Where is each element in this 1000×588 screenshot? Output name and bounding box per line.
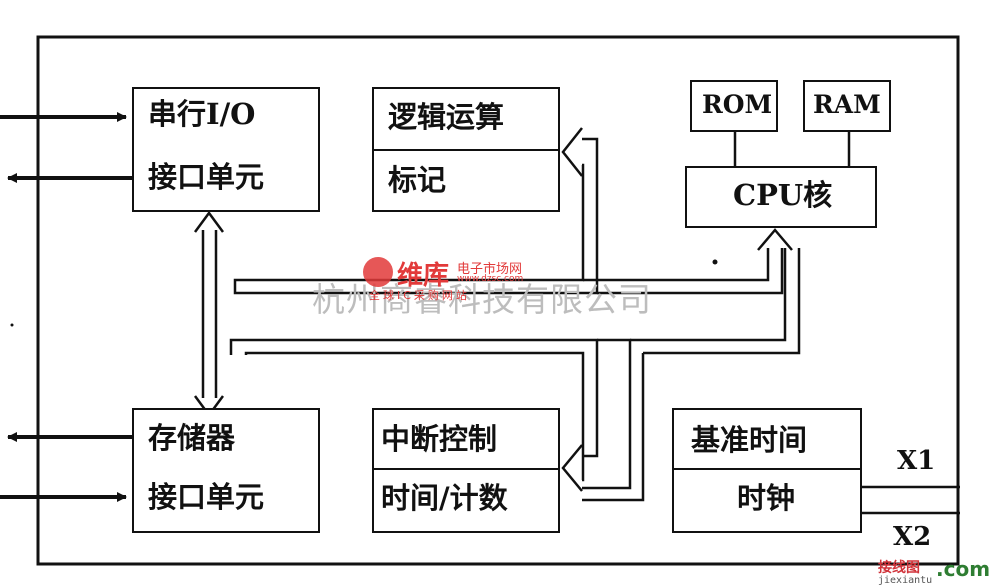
ram-block [803,80,891,132]
corner-watermark: 接线图 .com jiexiantu [878,555,998,587]
clock-block [672,408,862,533]
clock-label-2: 时钟 [737,481,796,515]
logic-label-1: 逻辑运算 [388,100,505,134]
upper-bus [233,127,793,295]
ram-label: RAM [813,90,881,119]
corner-domain-text: .com [936,557,991,581]
logo-sub-text: 电子市场网 [457,262,523,277]
chip-outline [36,35,960,566]
serial-io-label-1: 串行I/O [148,97,256,131]
interrupt-label-2: 时间/计数 [381,481,508,515]
memory-interface-label-1: 存储器 [148,421,236,455]
rom-label: ROM [702,90,773,119]
company-watermark: 杭州商睿科技有限公司 [312,280,652,319]
interrupt-timer-block [372,408,560,533]
internal-bus-vertical [193,210,225,418]
serial-io-label-2: 接口单元 [148,160,265,194]
logo-icon [363,257,393,287]
logo-domain-text: www.dzsc.com [457,274,524,284]
speck [712,259,718,265]
rom-block [690,80,778,132]
memory-interface-block [132,408,320,533]
memory-interface-label-2: 接口单元 [148,480,265,514]
cpu-core-label: CPU核 [733,178,833,212]
logo-tagline-text: 全球IC采购网站 [369,289,470,302]
cpu-core-block [685,166,877,228]
corner-url-text: jiexiantu [878,575,933,586]
clock-label-1: 基准时间 [691,423,808,457]
dzsc-logo: 维库 电子市场网 www.dzsc.com 全球IC采购网站 [363,255,543,302]
x1-pin-label: X1 [897,446,936,476]
interrupt-divider [372,468,560,470]
logic-label-2: 标记 [388,163,447,197]
x2-pin-label: X2 [893,522,932,552]
clock-divider [672,468,862,470]
corner-site-text: 接线图 [878,560,920,576]
speck [10,323,14,327]
logic-divider [372,149,560,151]
lower-bus [229,248,801,502]
serial-io-block [132,87,320,212]
logo-main-text: 维库 [397,261,450,291]
interrupt-label-1: 中断控制 [381,422,498,456]
